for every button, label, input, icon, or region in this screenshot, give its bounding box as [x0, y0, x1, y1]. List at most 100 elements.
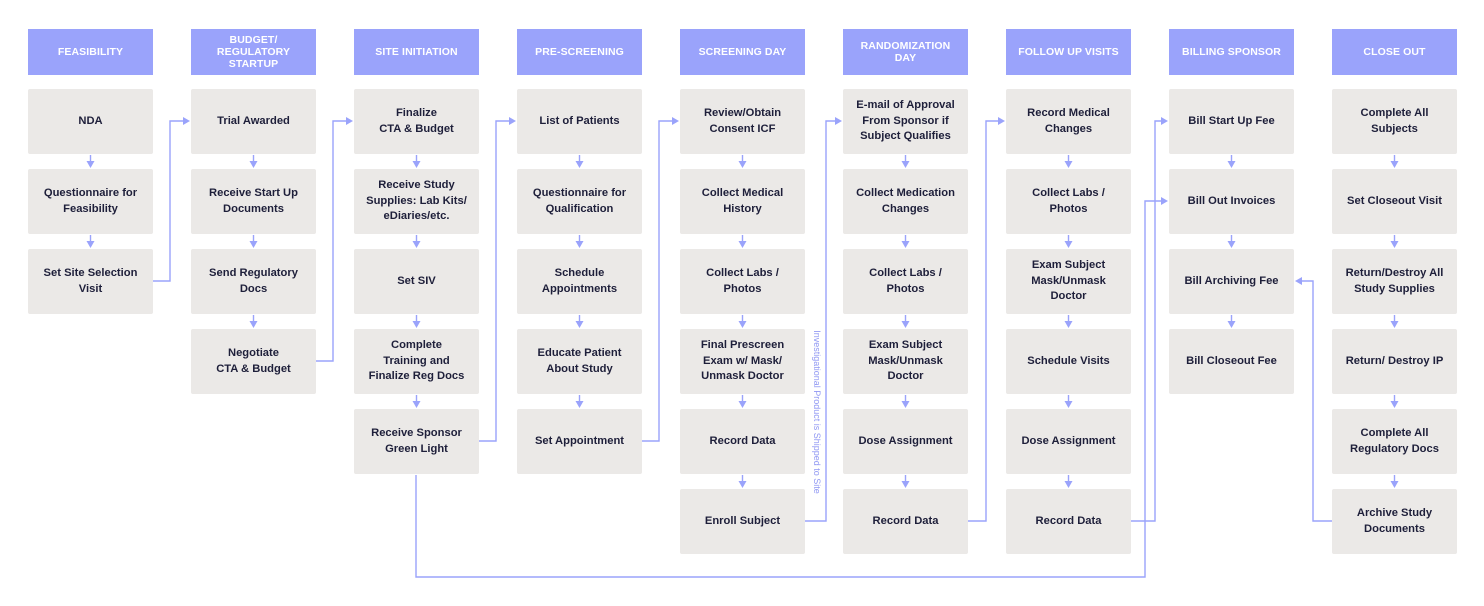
arrowhead [1064, 161, 1073, 168]
arrowhead [412, 401, 421, 408]
process-step: NDA [28, 89, 153, 154]
flow-greenlight-to-bill-invoices [415, 200, 1163, 578]
process-step: Record Data [680, 409, 805, 474]
process-step: Finalize CTA & Budget [354, 89, 479, 154]
arrowhead [86, 161, 95, 168]
process-step: Collect Labs / Photos [843, 249, 968, 314]
arrowhead [901, 481, 910, 488]
process-step: Set Appointment [517, 409, 642, 474]
flow-prescreen-to-screening [642, 120, 674, 442]
arrowhead [1390, 241, 1399, 248]
flow-screening-to-randomization [805, 120, 837, 522]
arrowhead [1064, 481, 1073, 488]
process-step: Negotiate CTA & Budget [191, 329, 316, 394]
arrowhead [1390, 321, 1399, 328]
process-step: Receive Start Up Documents [191, 169, 316, 234]
process-step: Trial Awarded [191, 89, 316, 154]
process-step: Record Data [1006, 489, 1131, 554]
arrowhead [1390, 161, 1399, 168]
stage-header: FOLLOW UP VISITS [1006, 29, 1131, 75]
process-step: Collect Labs / Photos [680, 249, 805, 314]
flow-feasibility-to-budget [153, 120, 185, 282]
process-step: Bill Closeout Fee [1169, 329, 1294, 394]
arrowhead [86, 241, 95, 248]
arrowhead [901, 161, 910, 168]
arrowhead [1227, 161, 1236, 168]
process-step: Enroll Subject [680, 489, 805, 554]
process-step: Schedule Visits [1006, 329, 1131, 394]
arrowhead [249, 241, 258, 248]
stage-header: CLOSE OUT [1332, 29, 1457, 75]
process-step: Set Closeout Visit [1332, 169, 1457, 234]
arrowhead [1064, 401, 1073, 408]
process-step: Return/ Destroy IP [1332, 329, 1457, 394]
arrowhead [738, 161, 747, 168]
process-step: Exam Subject Mask/Unmask Doctor [1006, 249, 1131, 314]
arrowhead [346, 117, 353, 125]
process-step: Record Data [843, 489, 968, 554]
stage-header: PRE-SCREENING [517, 29, 642, 75]
flow-followup-to-billing-start [1131, 120, 1163, 522]
process-step: List of Patients [517, 89, 642, 154]
arrowhead [575, 241, 584, 248]
process-step: Collect Medical History [680, 169, 805, 234]
arrowhead [835, 117, 842, 125]
arrowhead [183, 117, 190, 125]
arrowhead [738, 481, 747, 488]
process-step: Complete Training and Finalize Reg Docs [354, 329, 479, 394]
stage-header: RANDOMIZATION DAY [843, 29, 968, 75]
process-step: Dose Assignment [1006, 409, 1131, 474]
process-step: Schedule Appointments [517, 249, 642, 314]
process-step: Educate Patient About Study [517, 329, 642, 394]
arrowhead [1161, 117, 1168, 125]
process-step: E-mail of Approval From Sponsor if Subje… [843, 89, 968, 154]
arrowhead [901, 401, 910, 408]
process-step: Bill Archiving Fee [1169, 249, 1294, 314]
arrowhead [249, 321, 258, 328]
arrowhead [738, 401, 747, 408]
process-step: Receive Study Supplies: Lab Kits/ eDiari… [354, 169, 479, 234]
arrowhead [901, 241, 910, 248]
shipping-note-text: Investigational Product is Shipped to Si… [812, 330, 822, 494]
arrowhead [738, 241, 747, 248]
process-step: Questionnaire for Qualification [517, 169, 642, 234]
arrowhead [1227, 241, 1236, 248]
arrowhead [672, 117, 679, 125]
process-step: Record Medical Changes [1006, 89, 1131, 154]
process-step: Complete All Regulatory Docs [1332, 409, 1457, 474]
process-step: Collect Medication Changes [843, 169, 968, 234]
arrowhead [901, 321, 910, 328]
process-step: Set SIV [354, 249, 479, 314]
arrowhead [1295, 277, 1302, 285]
process-step: Receive Sponsor Green Light [354, 409, 479, 474]
process-step: Bill Start Up Fee [1169, 89, 1294, 154]
process-step: Questionnaire for Feasibility [28, 169, 153, 234]
arrowhead [575, 161, 584, 168]
process-step: Set Site Selection Visit [28, 249, 153, 314]
process-step: Send Regulatory Docs [191, 249, 316, 314]
arrowhead [1064, 321, 1073, 328]
process-step: Complete All Subjects [1332, 89, 1457, 154]
arrowhead [998, 117, 1005, 125]
stage-header: SITE INITIATION [354, 29, 479, 75]
arrowhead [1161, 197, 1168, 205]
arrowhead [1064, 241, 1073, 248]
stage-header: BUDGET/ REGULATORY STARTUP [191, 29, 316, 75]
process-step: Dose Assignment [843, 409, 968, 474]
arrowhead [509, 117, 516, 125]
arrowhead [249, 161, 258, 168]
process-step: Bill Out Invoices [1169, 169, 1294, 234]
arrowhead [1227, 321, 1236, 328]
arrowhead [412, 241, 421, 248]
flow-site-init-to-prescreen [479, 120, 511, 442]
arrowhead [575, 401, 584, 408]
process-step: Return/Destroy All Study Supplies [1332, 249, 1457, 314]
arrowhead [575, 321, 584, 328]
process-step: Archive Study Documents [1332, 489, 1457, 554]
stage-header: BILLING SPONSOR [1169, 29, 1294, 75]
stage-header: FEASIBILITY [28, 29, 153, 75]
arrowhead [1390, 401, 1399, 408]
flow-budget-to-site-init [316, 120, 348, 362]
arrowhead [412, 161, 421, 168]
process-step: Final Prescreen Exam w/ Mask/ Unmask Doc… [680, 329, 805, 394]
